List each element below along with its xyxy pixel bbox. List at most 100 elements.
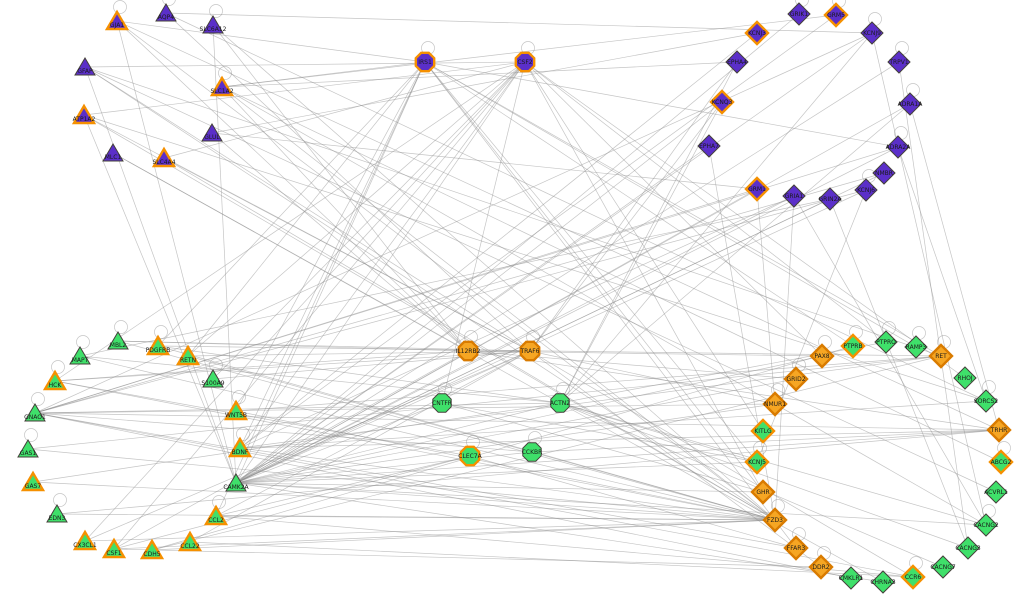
node-TRAF6[interactable]: TRAF6	[520, 340, 541, 362]
edge-EDN3-FZD3	[56, 513, 776, 521]
edge-MBL2-IL12RB2	[117, 340, 469, 352]
node-SORCS2[interactable]: SORCS2	[974, 389, 998, 413]
edge-CDH5-FZD3	[151, 519, 776, 551]
edge-GAS1-RET	[27, 355, 942, 450]
node-CCL22[interactable]: CCL22	[177, 530, 203, 552]
node-RHOJ[interactable]: RHOJ	[953, 366, 977, 390]
edge-CLEC7A-FFAR3	[469, 455, 797, 549]
edge-CCL22-TRAF6	[189, 350, 531, 543]
self-loop-EDN3	[53, 493, 67, 507]
edge-CAMK2A-KCNJ9	[235, 32, 873, 484]
node-NMUR1[interactable]: NMUR1	[762, 391, 788, 417]
edge-GNAO1-CCKBR	[34, 412, 533, 453]
node-CACNG2[interactable]: CACNG2	[973, 513, 999, 537]
edge-GNAO1-ACTN2	[34, 402, 561, 414]
edge-CAMK2A-ADRA2A	[235, 146, 899, 484]
node-GNAO1[interactable]: GNAO1	[24, 403, 46, 422]
node-EPHA4[interactable]: EPHA4	[725, 50, 749, 74]
edge-SLC1A2-ABCG2	[221, 86, 1002, 463]
edge-CCL22-CCR6	[189, 541, 914, 578]
edge-GNAO1-FFAR3	[34, 412, 797, 549]
self-loop-GJA1	[113, 0, 127, 14]
edge-GNAO1-NMUR1	[34, 403, 776, 414]
node-MBL2[interactable]: MBL2	[107, 331, 129, 350]
diamond-node-shape	[808, 554, 834, 580]
edge-TRAF6-CCR6	[529, 350, 914, 578]
edge-SLC1A2-GRM5	[221, 14, 837, 88]
edge-KCNJ9-CACNG2	[871, 32, 987, 526]
node-CACNG3[interactable]: CACNG3	[955, 536, 981, 560]
node-ABCG2[interactable]: ABCG2	[988, 449, 1014, 475]
self-loop-S100A9	[209, 358, 223, 372]
triangle-node-shape	[145, 334, 171, 356]
node-NMBR[interactable]: NMBR	[872, 161, 896, 185]
node-MAPT[interactable]: MAPT	[69, 346, 91, 365]
node-GLUL[interactable]: GLUL	[201, 123, 223, 142]
node-MLC1[interactable]: MLC1	[102, 143, 124, 162]
diamond-node-shape	[750, 479, 776, 505]
node-DDR2[interactable]: DDR2	[808, 554, 834, 580]
node-GRIK1[interactable]: GRIK1	[787, 2, 811, 26]
edge-GFAP-RET	[84, 66, 942, 357]
diamond-node-shape	[898, 92, 922, 116]
node-CNTFR[interactable]: CNTFR	[432, 393, 452, 413]
node-KCNJ9[interactable]: KCNJ9	[860, 21, 884, 45]
node-CACNG7[interactable]: CACNG7	[930, 555, 956, 579]
node-GRM5[interactable]: GRM5	[823, 2, 849, 28]
node-GRM1[interactable]: GRM1	[744, 176, 770, 202]
edge-PDGFRB-RET	[157, 345, 942, 357]
self-loop-WNT5B	[232, 390, 246, 404]
edge-CAMK2A-GRIK1	[235, 13, 800, 484]
edge-CAMK2A-NMBR	[235, 172, 885, 484]
node-CLEC7A[interactable]: CLEC7A	[458, 445, 483, 467]
node-TRHR[interactable]: TRHR	[986, 417, 1012, 443]
edge-CSF1-CSF2	[113, 61, 526, 550]
node-FFAR3[interactable]: FFAR3	[783, 535, 809, 561]
node-GAS7[interactable]: GAS7	[20, 470, 46, 492]
node-PTPRB[interactable]: PTPRB	[840, 333, 866, 359]
diamond-node-shape	[956, 536, 980, 560]
node-CCKBR[interactable]: CCKBR	[522, 442, 543, 462]
edge-GNAO1-NMBR	[34, 172, 885, 414]
edge-WNT5B-IRS1	[235, 61, 426, 412]
edge-SLC1A2-IRS1	[221, 61, 426, 88]
triangle-node-shape	[104, 9, 130, 31]
node-GJA1[interactable]: GJA1	[104, 9, 130, 31]
edge-IRS1-PTPRB	[424, 61, 854, 347]
node-RAMP3[interactable]: RAMP3	[904, 335, 928, 359]
edge-CAMK2A-TRPV1	[235, 61, 900, 484]
node-ADRA2A[interactable]: ADRA2A	[886, 135, 912, 159]
node-CSF2[interactable]: CSF2	[514, 51, 536, 73]
edge-SLC1A2-EPHA4	[221, 61, 738, 88]
node-KCNJ6[interactable]: KCNJ6	[854, 178, 878, 202]
node-CMKLR1[interactable]: CMKLR1	[839, 566, 864, 590]
edge-WNT5B-RET	[235, 355, 942, 412]
edge-CNTFR-CAMK2A	[235, 402, 443, 484]
diamond-node-shape	[900, 564, 926, 590]
node-PDGFRB[interactable]: PDGFRB	[145, 334, 171, 356]
node-TRPV1[interactable]: TRPV1	[887, 50, 911, 74]
node-KITLG[interactable]: KITLG	[750, 418, 776, 444]
node-IRS1[interactable]: IRS1	[414, 51, 436, 73]
node-AQP4[interactable]: AQP4	[155, 3, 177, 22]
edge-GLUL-GRM1	[211, 132, 758, 190]
diamond-node-shape	[854, 178, 878, 202]
node-GRIN2A[interactable]: GRIN2A	[818, 187, 843, 211]
node-ACTN2[interactable]: ACTN2	[550, 393, 570, 413]
node-KCNJ5[interactable]: KCNJ5	[744, 449, 770, 475]
node-FZD3[interactable]: FZD3	[762, 507, 788, 533]
node-GFAP[interactable]: GFAP	[74, 57, 96, 76]
node-ATP1A2[interactable]: ATP1A2	[71, 103, 97, 125]
node-CHRNA3[interactable]: CHRNA3	[870, 570, 896, 594]
edge-SLC6A12-IL12RB2	[212, 24, 469, 352]
node-CCR6[interactable]: CCR6	[900, 564, 926, 590]
diamond-node-shape	[988, 449, 1014, 475]
edge-CCKBR-CAMK2A	[235, 451, 533, 484]
edge-SLC1A2-IL12RB2	[221, 86, 469, 352]
triangle-node-shape	[17, 439, 39, 458]
node-KCNQ3[interactable]: KCNQ3	[709, 89, 735, 115]
edge-TRAF6-EPHA4	[529, 61, 738, 352]
edge-ADRA1A-TRHR	[909, 103, 1000, 431]
node-ACVRL1[interactable]: ACVRL1	[984, 480, 1008, 504]
